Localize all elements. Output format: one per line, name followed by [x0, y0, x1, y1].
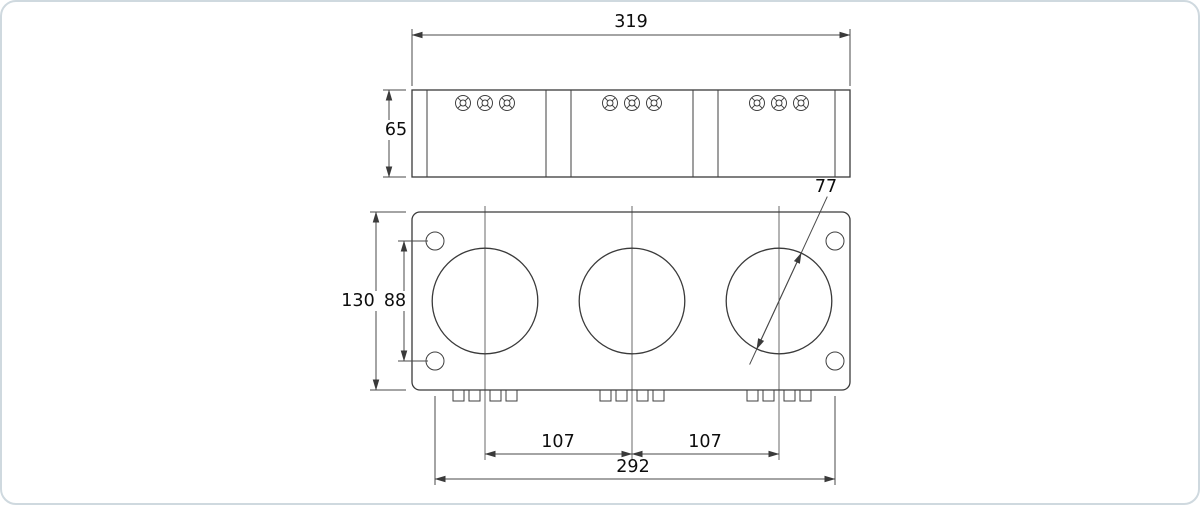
terminal-clip [599, 389, 612, 402]
terminal-clip [652, 389, 665, 402]
mounting-holes [425, 231, 845, 371]
top-view [411, 89, 851, 178]
apertures [431, 247, 833, 355]
mounting-hole [825, 351, 845, 371]
screw-head-icon [771, 95, 787, 111]
screw-center [797, 99, 805, 107]
label-mask [382, 291, 409, 311]
label-mask [338, 291, 378, 311]
mounting-hole [425, 231, 445, 251]
screw-head-icon [624, 95, 640, 111]
terminal-clip [505, 389, 518, 402]
dim-label-107-right: 107 [688, 432, 721, 452]
terminal-clip [799, 389, 812, 402]
terminal-clip [489, 389, 502, 402]
dim-plate-height: 130 [338, 211, 406, 391]
dim-hole-vertical-pitch: 88 [382, 240, 428, 362]
terminal-clip [783, 389, 796, 402]
dim-overall-width: 319 [411, 12, 851, 86]
front-view [411, 211, 851, 402]
dim-label-130: 130 [341, 291, 374, 311]
screw-center [503, 99, 511, 107]
screw-head-icon [793, 95, 809, 111]
aperture-circle [578, 247, 686, 355]
centerlines [484, 206, 780, 460]
mounting-hole [825, 231, 845, 251]
screw-center [606, 99, 614, 107]
screw-center [628, 99, 636, 107]
terminal-clip [762, 389, 775, 402]
dim-label-65: 65 [385, 120, 407, 140]
screw-center [459, 99, 467, 107]
dim-label-77: 77 [815, 177, 837, 197]
label-mask [381, 120, 411, 140]
screw-center [775, 99, 783, 107]
aperture-circle [431, 247, 539, 355]
screw-center [481, 99, 489, 107]
dim-hole-horizontal-pitch: 292 [434, 396, 836, 485]
dim-label-319: 319 [614, 12, 647, 32]
terminal-clip [452, 389, 465, 402]
front-plate [411, 211, 851, 391]
dim-label-292: 292 [616, 457, 649, 477]
mounting-hole [425, 351, 445, 371]
terminal-clip [468, 389, 481, 402]
dim-aperture-pitch: 107 107 [484, 432, 780, 458]
aperture-circle [725, 247, 833, 355]
dim-label-88: 88 [384, 291, 406, 311]
diameter-arrow [778, 252, 802, 302]
terminal-clip [636, 389, 649, 402]
dim-aperture-diameter: 77 [749, 177, 837, 365]
screw-head-icon [602, 95, 618, 111]
terminal-clips [452, 389, 812, 402]
screw-head-icon [646, 95, 662, 111]
top-view-body [411, 89, 851, 178]
terminal-clip [615, 389, 628, 402]
screw-head-icon [749, 95, 765, 111]
diameter-arrow [756, 300, 780, 350]
screw-center [650, 99, 658, 107]
screw-head-icon [477, 95, 493, 111]
screw-center [753, 99, 761, 107]
dim-label-107-left: 107 [541, 432, 574, 452]
screw-head-icon [499, 95, 515, 111]
screw-head-icon [455, 95, 471, 111]
terminal-clip [746, 389, 759, 402]
terminal-screws [455, 95, 809, 111]
dim-body-height: 65 [381, 89, 411, 178]
